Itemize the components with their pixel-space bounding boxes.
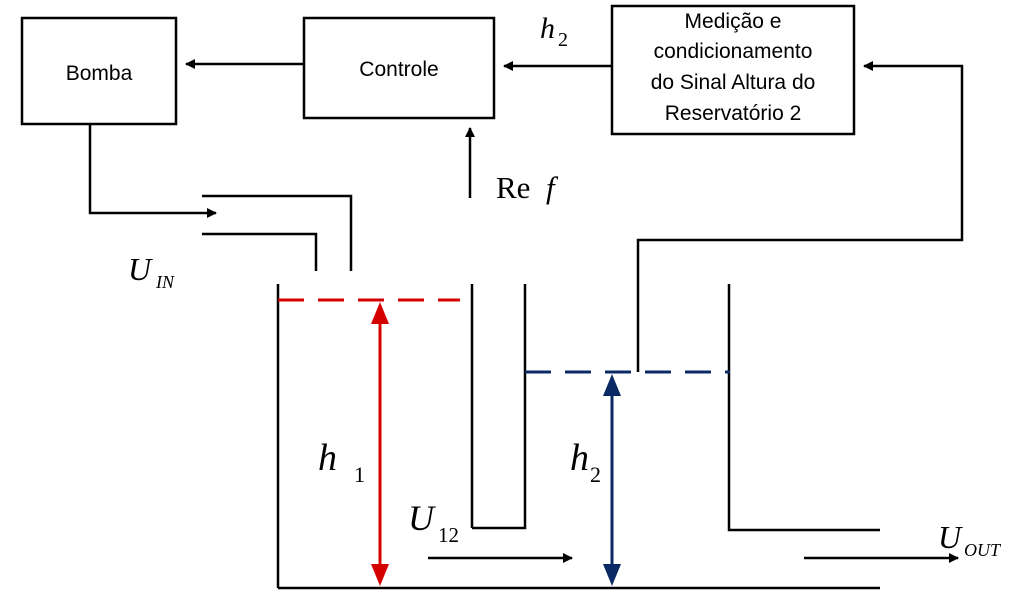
h2-sub-text: 2	[590, 462, 601, 487]
h1-label: h 1	[318, 437, 365, 487]
controle-block: Controle	[302, 16, 496, 120]
ref-re-text: Re	[496, 170, 530, 205]
level-h2-indicator	[525, 370, 730, 586]
feedback-h2-label: h 2	[540, 12, 568, 51]
ref-label: Re f	[496, 170, 559, 205]
uin-sub-text: IN	[155, 272, 175, 292]
feedback-sub-text: 2	[558, 29, 568, 51]
level-h1-indicator	[278, 298, 460, 586]
tank-2	[727, 284, 880, 532]
feedback-h-text: h	[540, 12, 555, 45]
u12-label: U 12	[408, 498, 459, 547]
bomba-label: Bomba	[66, 62, 133, 85]
tank-1	[276, 284, 880, 590]
bomba-block: Bomba	[20, 16, 178, 126]
controle-label: Controle	[359, 58, 438, 81]
pump-outlet-arrow	[88, 124, 217, 218]
h1-var-text: h	[318, 437, 337, 479]
uin-label: U IN	[128, 251, 175, 292]
h1-sub-text: 1	[354, 462, 365, 487]
u12-u-text: U	[408, 498, 436, 538]
medicao-line-3: do Sinal Altura do	[651, 71, 816, 94]
h2-var-text: h	[570, 437, 589, 479]
uout-label: U OUT	[938, 519, 1002, 560]
uout-u-text: U	[938, 519, 963, 555]
h2-label: h 2	[570, 437, 601, 487]
sensor-feedback-line	[636, 61, 964, 372]
uin-u-text: U	[128, 251, 153, 287]
medicao-line-4: Reservatório 2	[665, 102, 802, 125]
medicao-line-1: Medição e	[685, 10, 782, 33]
ref-f-text: f	[546, 170, 559, 205]
medicao-block: Medição e condicionamento do Sinal Altur…	[610, 4, 856, 136]
uout-sub-text: OUT	[964, 540, 1002, 560]
inlet-pipe	[202, 194, 353, 271]
u12-sub-text: 12	[438, 523, 459, 547]
medicao-line-2: condicionamento	[654, 40, 813, 63]
